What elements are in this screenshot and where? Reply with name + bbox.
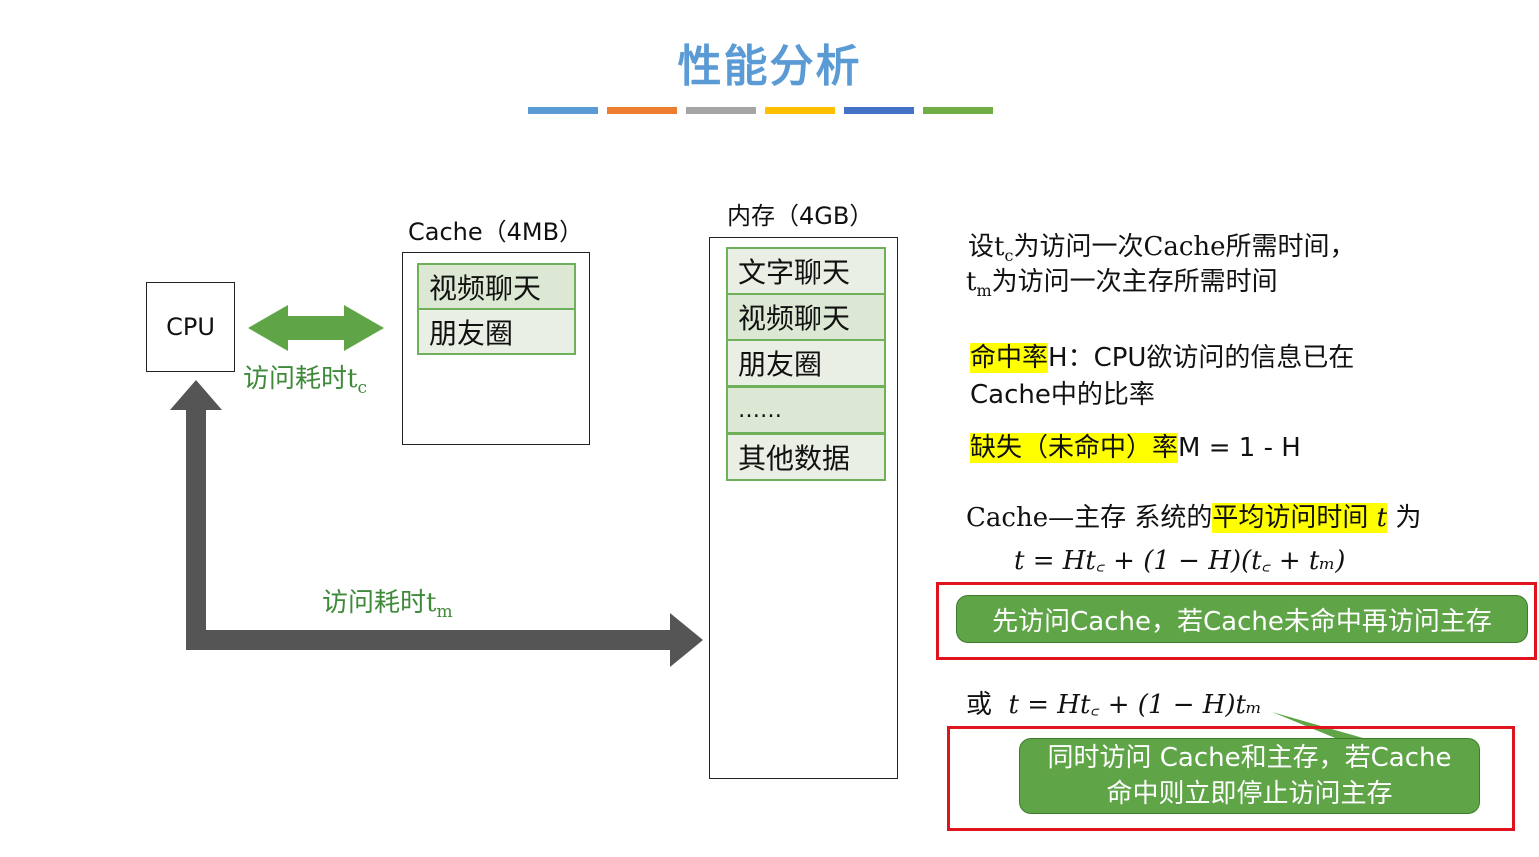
title-underline-segment bbox=[607, 107, 677, 114]
memory-item-text-chat: 文字聊天 bbox=[726, 247, 886, 295]
note-parallel-access: 同时访问 Cache和主存，若Cache 命中则立即停止访问主存 bbox=[1019, 738, 1480, 814]
memory-item-ellipsis: …… bbox=[726, 386, 886, 434]
average-access-time-heading: Cache—主存 系统的平均访问时间 t 为 bbox=[966, 503, 1422, 533]
memory-item-video-chat: 视频聊天 bbox=[726, 293, 886, 341]
cache-item-video-chat: 视频聊天 bbox=[417, 263, 576, 310]
note1-frame bbox=[936, 582, 1537, 660]
memory-item-moments: 朋友圈 bbox=[726, 339, 886, 387]
cpu-box: CPU bbox=[146, 282, 235, 372]
cache-item-moments: 朋友圈 bbox=[417, 308, 576, 355]
title-underline-segment bbox=[528, 107, 598, 114]
formula-parallel: 或 t = Ht꜀ + (1 − H)tₘ bbox=[966, 690, 1262, 720]
cpu-memory-elbow-arrow bbox=[170, 380, 703, 667]
cache-caption: Cache（4MB） bbox=[408, 218, 584, 246]
note2-line2: 命中则立即停止访问主存 bbox=[1106, 779, 1393, 809]
note2-frame bbox=[947, 726, 1515, 831]
formula-sequential: t = Ht꜀ + (1 − H)(t꜀ + tₘ) bbox=[1014, 546, 1346, 576]
miss-rate-definition: 缺失（未命中）率M = 1 - H bbox=[970, 433, 1301, 463]
hit-rate-definition-line2: Cache中的比率 bbox=[970, 380, 1155, 410]
title-underline-segment bbox=[765, 107, 835, 114]
title-underline-segment bbox=[844, 107, 914, 114]
memory-box: 文字聊天 视频聊天 朋友圈 …… 其他数据 bbox=[709, 237, 898, 779]
title-underline-segment bbox=[686, 107, 756, 114]
note2-line1: 同时访问 Cache和主存，若Cache bbox=[1047, 743, 1452, 773]
memory-item-other-data: 其他数据 bbox=[726, 433, 886, 481]
definition-tc: 设tc为访问一次Cache所需时间， bbox=[968, 232, 1356, 266]
note-sequential-access: 先访问Cache，若Cache未命中再访问主存 bbox=[956, 595, 1528, 643]
cpu-label: CPU bbox=[166, 313, 215, 341]
memory-access-time-label: 访问耗时tm bbox=[322, 588, 453, 623]
hit-rate-term: 命中率 bbox=[970, 343, 1049, 373]
page-title: 性能分析 bbox=[677, 41, 862, 92]
hit-rate-definition: 命中率H：CPU欲访问的信息已在 bbox=[970, 343, 1355, 373]
average-access-time-term: 平均访问时间 t bbox=[1212, 503, 1388, 533]
cpu-cache-double-arrow bbox=[248, 305, 384, 351]
title-underline-segment bbox=[923, 107, 993, 114]
definition-tm: tm为访问一次主存所需时间 bbox=[966, 267, 1278, 301]
cache-box: 视频聊天 朋友圈 bbox=[402, 252, 590, 445]
miss-rate-term: 缺失（未命中）率 bbox=[970, 433, 1179, 463]
memory-caption: 内存（4GB） bbox=[727, 202, 874, 230]
cache-access-time-label: 访问耗时tc bbox=[243, 364, 367, 399]
